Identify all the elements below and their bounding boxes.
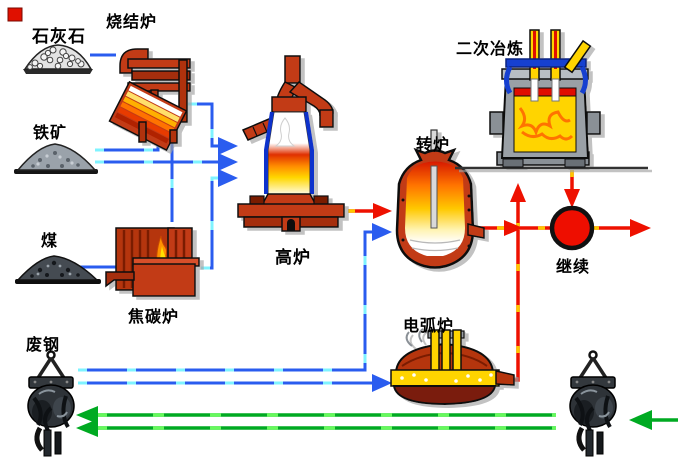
coal-pile bbox=[15, 255, 101, 284]
arrow-converter-to-junction bbox=[504, 220, 523, 236]
recycle-flow-lines bbox=[76, 406, 678, 437]
scrap-steel-bundle-right bbox=[570, 352, 616, 457]
converter-graphic bbox=[395, 129, 485, 269]
arrow-recycle-to-scrap-lower bbox=[76, 419, 98, 437]
red-marker bbox=[7, 7, 23, 22]
label-coal: 煤 bbox=[41, 233, 59, 250]
label-iron-ore: 铁矿 bbox=[33, 125, 68, 142]
arrow-ironore-to-blastfurnace bbox=[218, 153, 238, 171]
label-limestone: 石灰石 bbox=[32, 27, 86, 46]
arrow-blastfurnace-to-converter bbox=[373, 203, 392, 219]
arrow-external-to-scrap-right bbox=[629, 410, 652, 430]
secondary-refining-graphic bbox=[455, 29, 648, 170]
iron-ore-pile bbox=[14, 143, 98, 174]
arrow-coke-to-blastfurnace bbox=[218, 169, 238, 187]
label-converter: 转炉 bbox=[416, 137, 451, 154]
blast-furnace-graphic bbox=[237, 55, 345, 232]
coking-furnace-graphic bbox=[105, 227, 200, 297]
label-electric-arc-furnace: 电弧炉 bbox=[403, 318, 455, 335]
label-continue: 继续 bbox=[556, 259, 591, 276]
arrow-recycle-to-scrap-upper bbox=[76, 406, 98, 424]
arrow-continue-to-right bbox=[630, 219, 651, 237]
arrow-sinter-to-blastfurnace bbox=[218, 137, 238, 155]
molten-metal-flow-lines bbox=[348, 170, 651, 382]
label-secondary-refining: 二次冶炼 bbox=[456, 41, 525, 58]
limestone-pile bbox=[23, 44, 93, 74]
label-coking-furnace: 焦碳炉 bbox=[128, 309, 180, 326]
electric-arc-furnace-graphic bbox=[390, 328, 515, 406]
arrow-scrap-to-converter bbox=[372, 223, 392, 241]
label-scrap-steel: 废钢 bbox=[26, 337, 61, 354]
arrow-scrap-to-eaf bbox=[372, 374, 392, 392]
scrap-steel-bundle-left bbox=[28, 352, 74, 457]
raw-material-flow-lines bbox=[77, 53, 392, 392]
arrow-eaf-to-secondary-refining bbox=[510, 183, 526, 202]
label-blast-furnace: 高炉 bbox=[275, 248, 311, 267]
label-sintering-furnace: 烧结炉 bbox=[106, 14, 158, 31]
sintering-furnace-graphic bbox=[108, 48, 191, 152]
continue-marker-circle bbox=[549, 205, 595, 251]
arrow-secondary-refining-to-continue bbox=[564, 189, 580, 208]
